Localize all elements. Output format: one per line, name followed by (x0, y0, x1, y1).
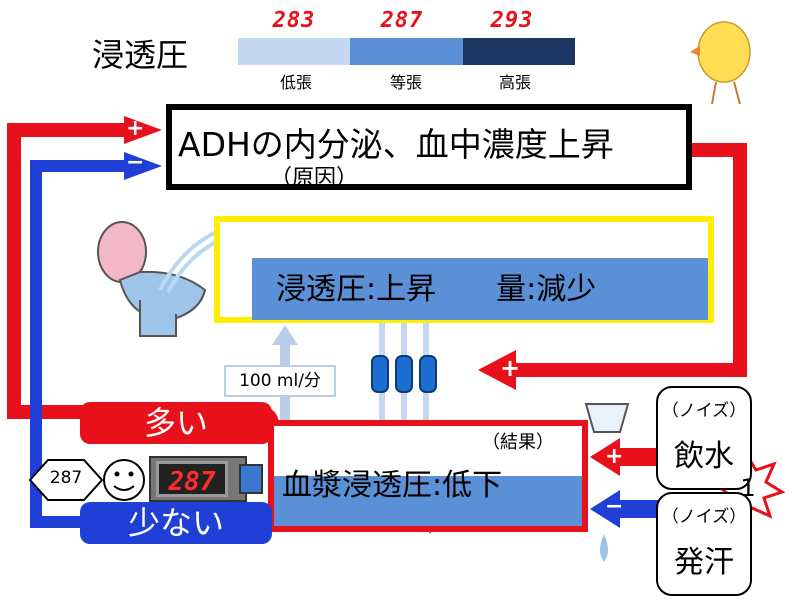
noise-drink-tag: （ノイズ） (661, 401, 747, 421)
scale-label-high: 高張 (498, 73, 531, 92)
minus-sign-left: − (126, 150, 145, 175)
adh-cause-label: （原因） (270, 166, 359, 191)
noise-sweat-tag: （ノイズ） (661, 507, 747, 527)
noise-drink-box: （ノイズ） 飲水 (656, 386, 752, 490)
flow-arrowhead (272, 325, 298, 345)
urine-text: 浸透圧:上昇 量:減少 (276, 272, 597, 307)
cup-icon (584, 403, 630, 433)
sweat-minus-sign: − (605, 494, 624, 519)
adh-box (166, 104, 692, 190)
red-arrowhead-left (124, 116, 162, 144)
plus-sign-left: + (126, 116, 145, 141)
set-value-text: 287 (49, 468, 83, 488)
plasma-text: 血漿浸透圧:低下 (282, 468, 503, 503)
noise-sweat-label: 発汗 (674, 545, 734, 580)
blue-arrowhead-left (124, 152, 162, 180)
many-label: 多い (80, 402, 272, 444)
urine-box (214, 216, 714, 323)
page-title: 浸透圧 (92, 36, 189, 74)
sweat-drop-icon (600, 534, 608, 562)
drink-plus-sign: + (605, 444, 624, 469)
red-arrowhead-right (478, 350, 516, 390)
adh-text: ADHの内分泌、血中濃度上昇 (178, 125, 614, 164)
plasma-result-label: （結果） (482, 432, 554, 453)
drink-arrow-shaft (618, 448, 658, 466)
scale-hypertonic (462, 38, 575, 65)
scale-isotonic (350, 38, 463, 65)
scale-hypotonic (238, 38, 351, 65)
toilet-icon (97, 221, 217, 337)
urine-fill (252, 258, 708, 320)
noise-badge-number: 1 (740, 474, 756, 502)
smiley-icon (103, 459, 145, 501)
noise-drink-label: 飲水 (674, 439, 734, 474)
sensor-lens (239, 464, 263, 494)
scale-value-mid: 287 (380, 8, 424, 33)
sensor-reading: 287 (156, 461, 228, 497)
plus-sign-right: + (500, 354, 521, 382)
scale-label-mid: 等張 (389, 73, 422, 92)
flow-rate-label: 100 ml/分 (224, 365, 336, 397)
noise-sweat-box: （ノイズ） 発汗 (656, 492, 752, 596)
chick-icon (690, 21, 751, 105)
scale-label-low: 低張 (279, 73, 312, 92)
osmolality-scale (238, 38, 575, 65)
plasma-fill (274, 476, 582, 526)
drink-arrowhead (590, 438, 620, 476)
scale-value-high: 293 (490, 8, 534, 33)
scale-value-low: 283 (272, 8, 316, 33)
aquaporin-icon (371, 355, 437, 393)
few-label: 少ない (80, 502, 272, 544)
set-value-diamond (28, 459, 104, 501)
sweat-arrow-shaft (618, 500, 658, 518)
red-loop-right (510, 143, 747, 377)
sweat-arrowhead (590, 490, 620, 528)
